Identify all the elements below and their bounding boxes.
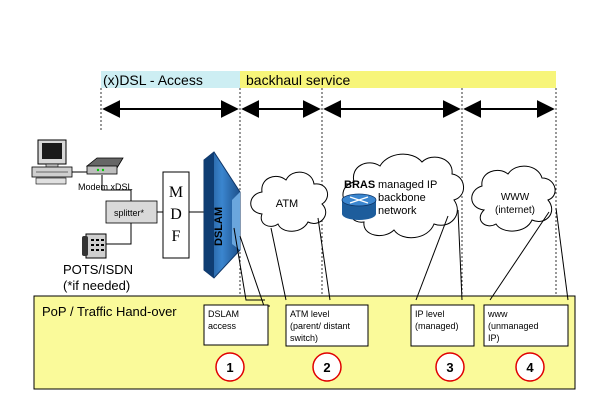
handover-box-ip: [410, 304, 475, 347]
pop-title: PoP / Traffic Hand-over: [42, 304, 177, 319]
access-band-label: (x)DSL - Access: [103, 72, 203, 88]
splitter-label: splitter*: [114, 208, 145, 218]
router-icon: [341, 193, 377, 220]
managed-ip-label-2: backbone: [378, 192, 426, 204]
handover-ip-line-1: IP level: [415, 309, 444, 319]
mdf-letter-d: D: [170, 206, 182, 223]
dslam-device: [203, 151, 241, 279]
handover-box-www: [483, 304, 569, 347]
handover-dslam-line-1: DSLAM: [208, 309, 239, 319]
mdf-letter-f: F: [172, 228, 181, 245]
handover-atm-line-1: ATM level: [290, 309, 329, 319]
bras-label: BRAS: [344, 179, 375, 191]
handover-www-line-3: IP): [488, 333, 500, 343]
backhaul-band-label: backhaul service: [246, 72, 350, 88]
handover-atm-line-3: switch): [290, 333, 318, 343]
modem-label: Modem xDSL: [78, 182, 133, 192]
number-circles: [215, 352, 545, 382]
www-cloud-label-1: WWW: [501, 192, 530, 203]
computer-icon: [31, 139, 73, 185]
number-label-4: 4: [526, 360, 534, 375]
handover-ip-line-2: (managed): [415, 321, 459, 331]
www-cloud: [471, 165, 556, 232]
number-label-3: 3: [446, 360, 453, 375]
atm-cloud-label: ATM: [276, 198, 298, 210]
atm-cloud: [250, 171, 329, 232]
phone-label-2: (*if needed): [63, 278, 130, 293]
www-cloud-label-2: (internet): [495, 205, 535, 216]
handover-www-line-2: (unmanaged: [488, 321, 539, 331]
access-band: [101, 71, 240, 88]
access-lines: [72, 171, 205, 245]
handover-atm-line-2: (parent/ distant: [290, 321, 351, 331]
modem-icon: [85, 157, 124, 175]
number-label-2: 2: [323, 360, 330, 375]
handover-box-atm: [285, 304, 369, 347]
handover-www-line-1: www: [487, 309, 508, 319]
mdf-box: [162, 171, 190, 259]
phone-icon: [82, 233, 107, 259]
managed-ip-label-3: network: [378, 205, 417, 217]
mdf-letter-m: M: [169, 184, 183, 201]
handover-dslam-line-2: access: [208, 321, 237, 331]
number-label-1: 1: [226, 360, 233, 375]
backhaul-band: [240, 71, 556, 88]
managed-ip-label-1: managed IP: [378, 179, 437, 191]
phone-label-1: POTS/ISDN: [63, 262, 133, 277]
handover-box-dslam: [203, 304, 269, 346]
dslam-label: DSLAM: [213, 207, 225, 246]
